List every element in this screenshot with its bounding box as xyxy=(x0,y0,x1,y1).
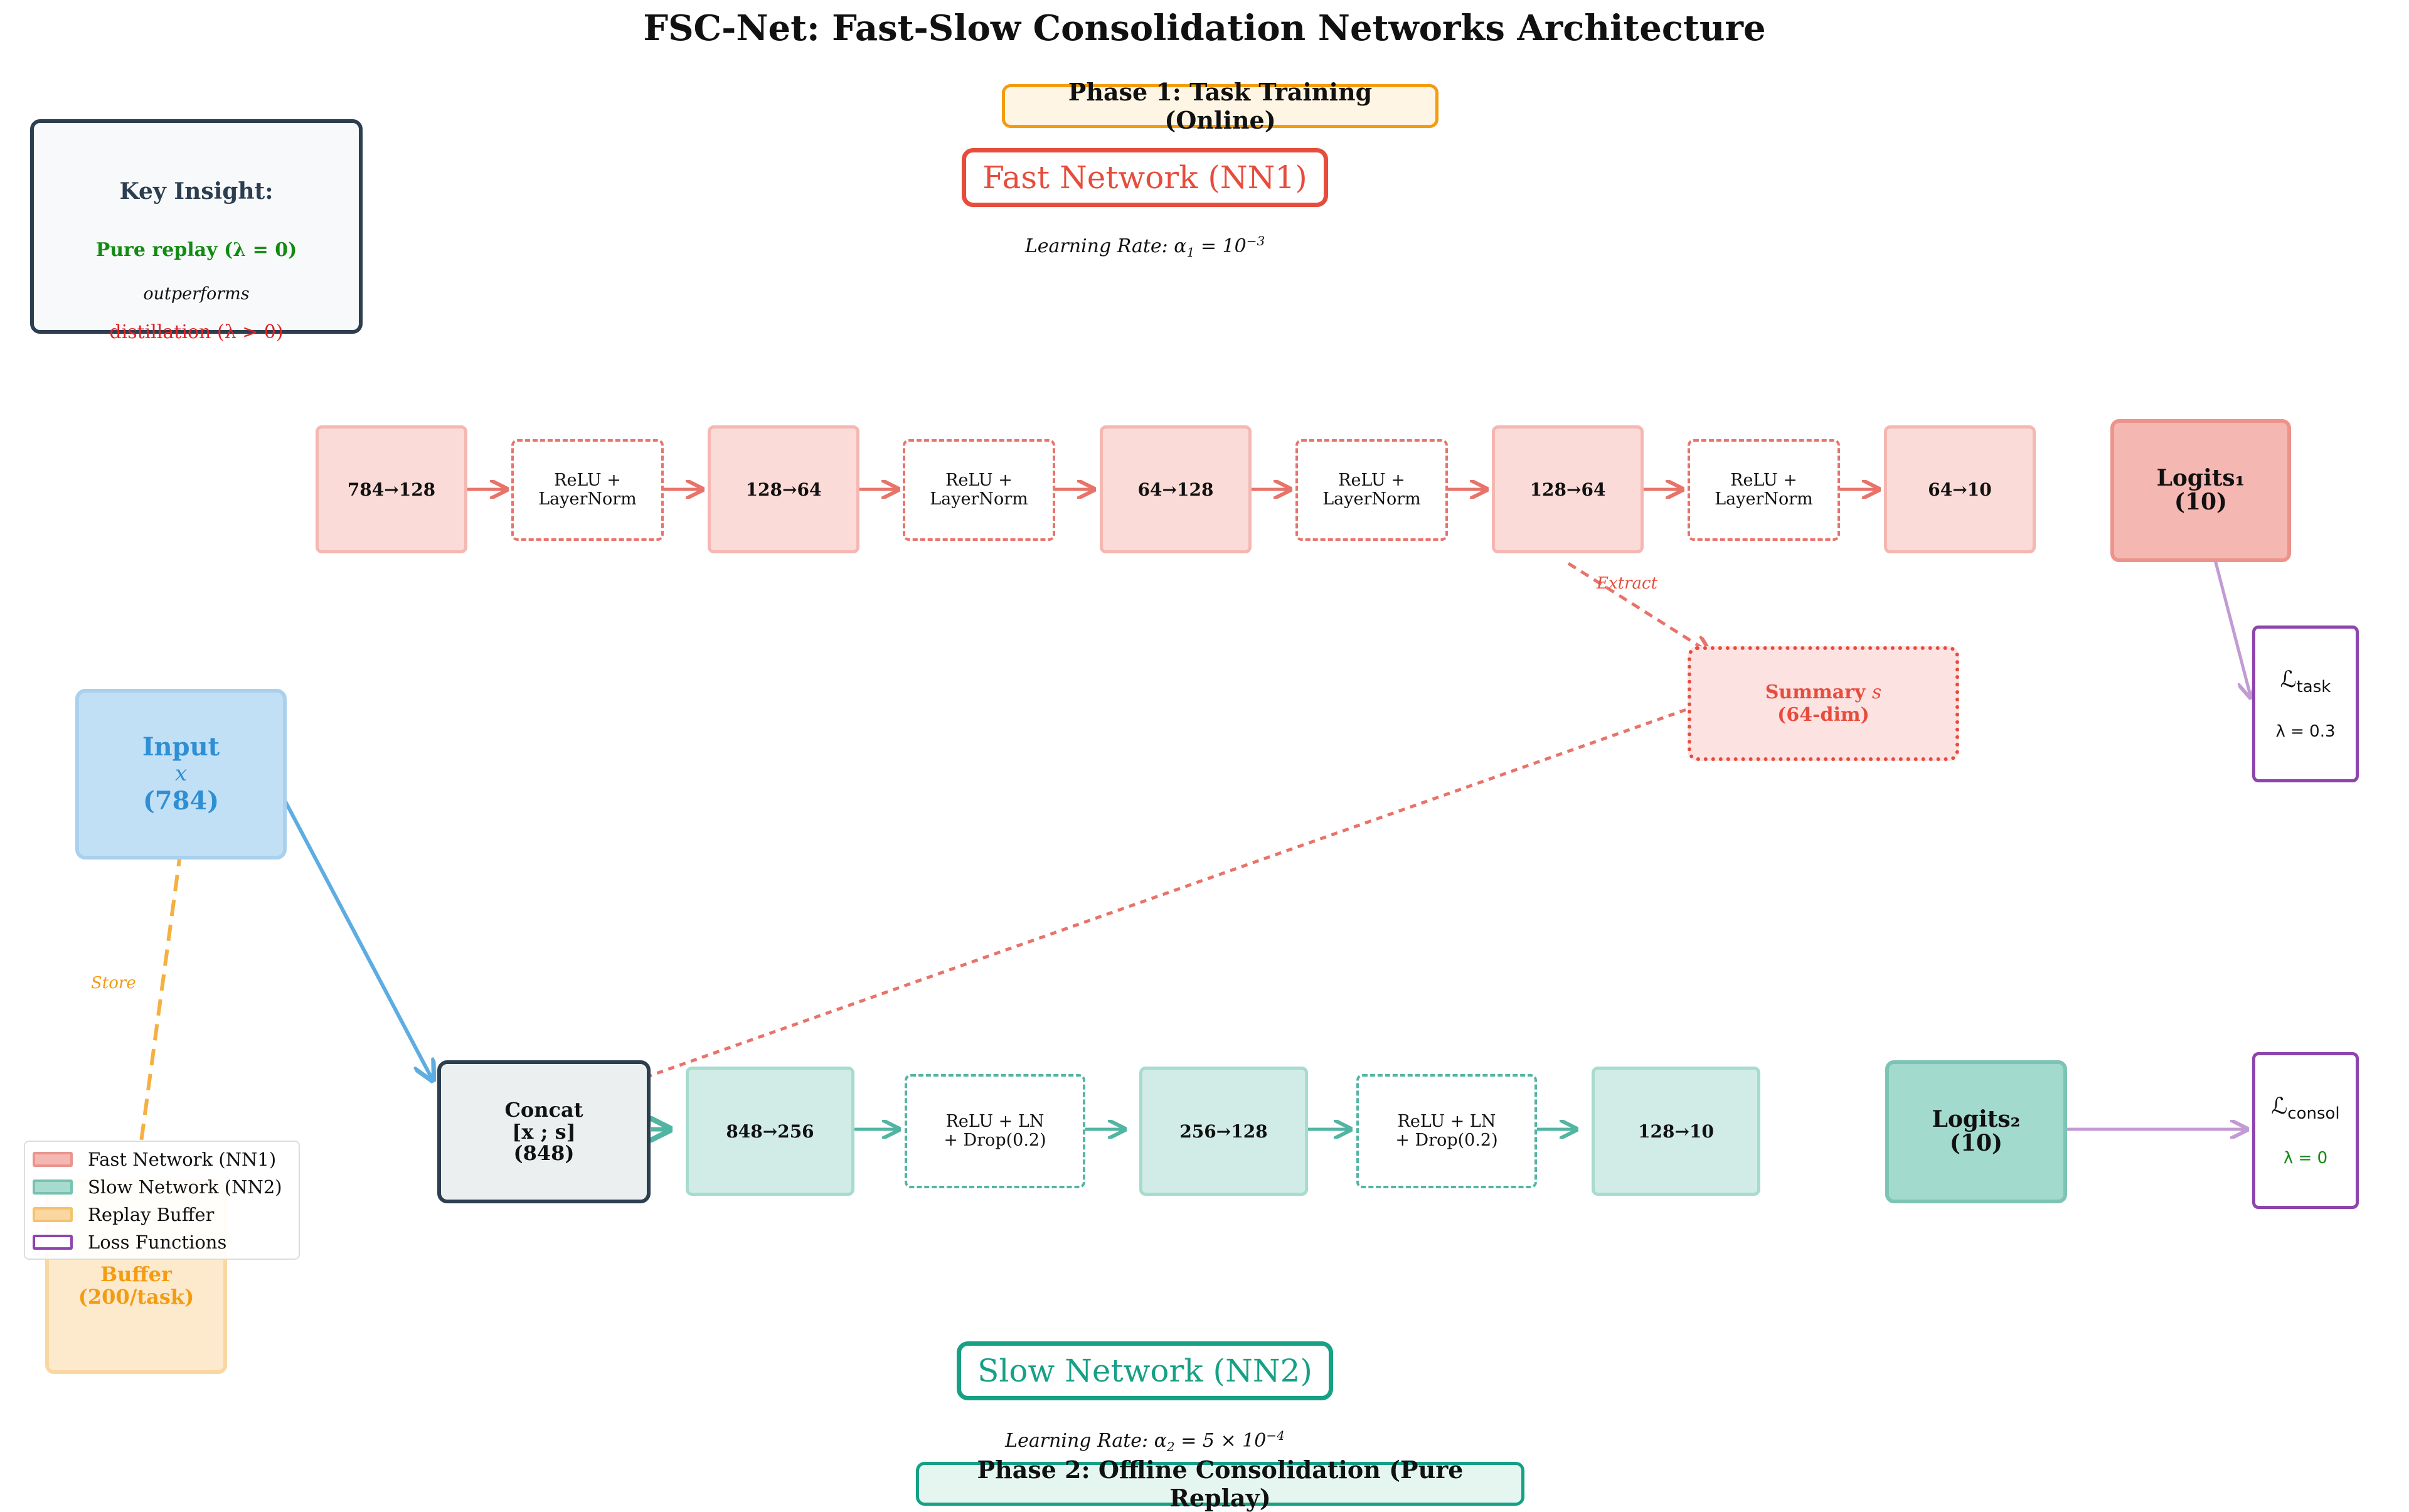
fast-activation-4: ReLU +LayerNorm xyxy=(1688,439,1840,541)
page-title: FSC-Net: Fast-Slow Consolidation Network… xyxy=(643,8,1766,49)
phase1-label: Phase 1: Task Training (Online) xyxy=(1002,78,1438,134)
fast-activation-2: ReLU +LayerNorm xyxy=(903,439,1055,541)
key-insight-line1: Pure replay (λ = 0) xyxy=(95,239,297,261)
input-to-concat-arrow xyxy=(271,777,433,1080)
extract-label: Extract xyxy=(1597,574,1658,593)
fast-layer-2: 128→64 xyxy=(708,425,859,553)
fast-layer-1: 784→128 xyxy=(316,425,467,553)
extract-arrow xyxy=(1567,562,1710,652)
summary-to-concat-arrow xyxy=(626,704,1698,1084)
slow-activation-1: ReLU + LN+ Drop(0.2) xyxy=(905,1074,1085,1188)
summary-box: Summary s (64-dim) xyxy=(1688,646,1959,761)
slow-network-title: Slow Network (NN2) xyxy=(957,1341,1333,1400)
slow-layer-1: 848→256 xyxy=(686,1067,854,1196)
slow-layer-2: 256→128 xyxy=(1139,1067,1308,1196)
input-box: Input x (784) xyxy=(75,689,287,860)
legend: Fast Network (NN1) Slow Network (NN2) Re… xyxy=(24,1141,300,1260)
store-line xyxy=(139,849,183,1142)
slow-learning-rate: Learning Rate: α2 = 5 × 10−4 xyxy=(1005,1428,1285,1454)
phase2-label: Phase 2: Offline Consolidation (Pure Rep… xyxy=(916,1456,1524,1512)
legend-swatch-buffer xyxy=(33,1207,73,1222)
legend-swatch-slow xyxy=(33,1179,73,1195)
fast-layer-5: 64→10 xyxy=(1884,425,2036,553)
loss-task-box: ℒtask λ = 0.3 xyxy=(2252,626,2359,782)
slow-activation-2: ReLU + LN+ Drop(0.2) xyxy=(1356,1074,1537,1188)
legend-item-buffer: Replay Buffer xyxy=(33,1201,299,1228)
fast-layer-4: 128→64 xyxy=(1492,425,1644,553)
legend-item-loss: Loss Functions xyxy=(33,1228,299,1256)
key-insight-line2: outperforms xyxy=(143,284,250,304)
fast-learning-rate: Learning Rate: α1 = 10−3 xyxy=(1024,233,1265,260)
legend-swatch-fast xyxy=(33,1152,73,1167)
concat-box: Concat [x ; s] (848) xyxy=(437,1060,651,1203)
key-insight-heading: Key Insight: xyxy=(119,178,274,205)
fast-layer-3: 64→128 xyxy=(1100,425,1252,553)
key-insight-box: Key Insight: Pure replay (λ = 0) outperf… xyxy=(30,119,363,334)
legend-swatch-loss xyxy=(33,1235,73,1250)
key-insight-line3: distillation (λ > 0) xyxy=(109,321,284,343)
slow-layer-3: 128→10 xyxy=(1592,1067,1760,1196)
loss-consol-box: ℒconsol λ = 0 xyxy=(2252,1052,2359,1209)
logits1-box: Logits₁(10) xyxy=(2110,419,2291,562)
store-label: Store xyxy=(91,974,136,993)
fast-network-title: Fast Network (NN1) xyxy=(962,148,1328,207)
legend-item-slow: Slow Network (NN2) xyxy=(33,1173,299,1201)
fast-activation-1: ReLU +LayerNorm xyxy=(511,439,664,541)
fast-activation-3: ReLU +LayerNorm xyxy=(1295,439,1448,541)
logits2-box: Logits₂(10) xyxy=(1885,1060,2067,1203)
legend-item-fast: Fast Network (NN1) xyxy=(33,1146,299,1173)
